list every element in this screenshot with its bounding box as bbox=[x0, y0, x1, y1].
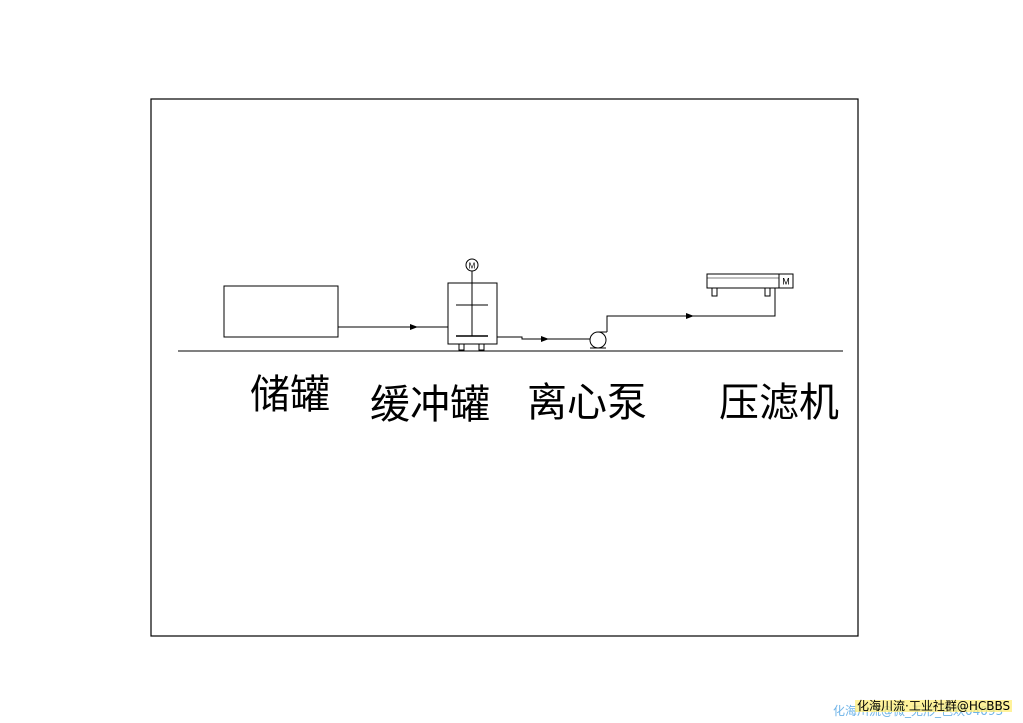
flow-arrow-3 bbox=[686, 313, 694, 319]
centrifugal-pump-symbol bbox=[589, 331, 607, 349]
filter-press-label: 压滤机 bbox=[719, 380, 839, 426]
watermark-primary: 化海川流·工业社群@HCBBS bbox=[855, 699, 1013, 713]
filter-press-motor-label: M bbox=[782, 277, 790, 287]
agitator-motor-label: M bbox=[469, 262, 476, 271]
buffer-tank-symbol bbox=[447, 270, 498, 351]
diagram-frame bbox=[150, 98, 859, 637]
flow-arrow-1 bbox=[410, 324, 418, 330]
filter-press-symbol bbox=[706, 273, 780, 297]
storage-tank-label: 储罐 bbox=[250, 372, 330, 418]
agitator-motor-symbol: M bbox=[465, 258, 479, 272]
filter-press-motor-symbol: M bbox=[778, 273, 794, 289]
flow-arrow-2 bbox=[541, 336, 549, 342]
pipe-pump-to-filter-press bbox=[606, 288, 776, 332]
buffer-tank-label: 缓冲罐 bbox=[370, 382, 490, 428]
centrifugal-pump-label: 离心泵 bbox=[527, 380, 647, 426]
pipe-buffer-to-pump bbox=[497, 336, 590, 340]
storage-tank-symbol bbox=[223, 285, 339, 338]
